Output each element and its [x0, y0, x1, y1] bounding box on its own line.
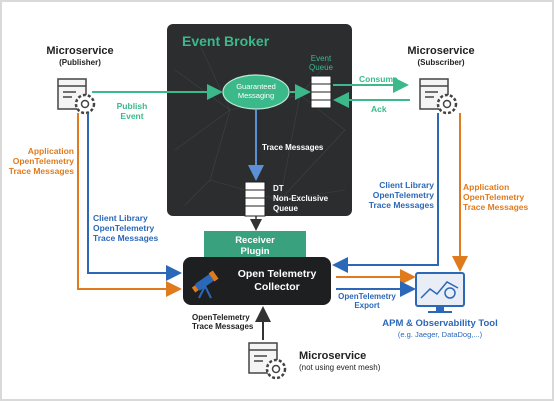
bottom-service-title: Microservice — [299, 350, 367, 362]
ack-label: Ack — [371, 104, 387, 114]
publisher-title: Microservice — [46, 45, 114, 57]
otel-trace-bottom-label-2: Trace Messages — [192, 322, 254, 331]
app-otel-right-label-1: Application — [463, 182, 510, 192]
subscriber-subtitle: (Subscriber) — [417, 58, 465, 67]
collector-label-2: Collector — [254, 281, 300, 293]
guaranteed-messaging-label-1: Guaranteed — [236, 82, 276, 91]
otel-trace-bottom-label-1: OpenTelemetry — [192, 313, 250, 322]
app-otel-left-label-3: Trace Messages — [8, 166, 74, 176]
receiver-plugin-label-2: Plugin — [240, 246, 270, 257]
client-lib-right-label-3: Trace Messages — [368, 200, 434, 210]
app-otel-right-label-2: OpenTelemetry — [463, 192, 525, 202]
subscriber-title: Microservice — [407, 45, 475, 57]
event-queue-label-2: Queue — [308, 63, 334, 72]
client-lib-left-arrow — [87, 113, 182, 281]
app-otel-right-label-3: Trace Messages — [463, 202, 529, 212]
app-otel-left-label-2: OpenTelemetry — [12, 156, 74, 166]
event-queue-icon — [310, 75, 332, 109]
client-lib-left-label-2: OpenTelemetry — [93, 223, 155, 233]
bottom-service-icon — [248, 342, 287, 380]
otel-export-label-2: Export — [354, 301, 380, 310]
app-otel-left-label-1: Application — [27, 146, 74, 156]
consume-label: Consume — [359, 74, 398, 84]
dt-queue-label-3: Queue — [273, 204, 298, 213]
receiver-plugin-label-1: Receiver — [235, 235, 275, 246]
receiver-plugin-box — [204, 231, 306, 261]
guaranteed-messaging-label-2: Messaging — [237, 91, 275, 100]
dt-queue-label-2: Non-Exclusive — [273, 194, 329, 203]
collector-label-1: Open Telemetry — [237, 268, 317, 280]
subscriber-service-icon — [419, 78, 458, 115]
apm-subtitle: (e.g. Jaeger, DataDog,...) — [397, 330, 483, 339]
client-lib-right-label-2: OpenTelemetry — [372, 190, 434, 200]
apm-monitor-icon — [415, 272, 465, 313]
publish-event-label-1: Publish — [116, 101, 148, 111]
dt-queue-label-1: DT — [273, 184, 284, 193]
event-queue-label-1: Event — [310, 54, 332, 63]
app-otel-left-arrow — [77, 113, 182, 297]
apm-title: APM & Observability Tool — [382, 318, 498, 329]
broker-mesh-pattern — [174, 44, 346, 206]
client-lib-left-label-3: Trace Messages — [93, 233, 159, 243]
client-lib-right-label-1: Client Library — [379, 180, 434, 190]
bottom-service-subtitle: (not using event mesh) — [299, 363, 381, 372]
publisher-service-icon — [57, 78, 96, 115]
telescope-icon — [191, 270, 219, 293]
event-broker-title: Event Broker — [182, 33, 270, 49]
dt-queue-icon — [244, 181, 266, 217]
trace-messages-label: Trace Messages — [262, 143, 324, 152]
publish-event-label-2: Event — [120, 111, 144, 121]
client-lib-left-label-1: Client Library — [93, 213, 148, 223]
client-lib-right-arrow — [332, 113, 439, 273]
otel-export-label-1: OpenTelemetry — [338, 292, 396, 301]
publisher-subtitle: (Publisher) — [59, 58, 101, 67]
collector-box — [183, 257, 331, 305]
